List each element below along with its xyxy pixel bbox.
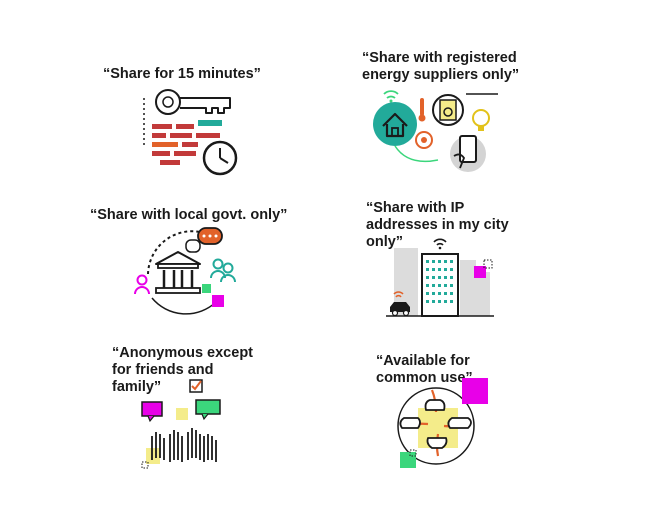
city-buildings-icon: [386, 232, 496, 322]
caption-anonymous-friends: “Anonymous except for friends and family…: [112, 345, 253, 395]
key-clock-icon: [130, 86, 245, 181]
raised-hands-icon: [138, 378, 230, 472]
caption-share-local-govt: “Share with local govt. only”: [90, 207, 288, 223]
caption-common-use: “Available for common use”: [376, 353, 473, 386]
caption-share-ip-city: “Share with IP addresses in my city only…: [366, 200, 509, 250]
joined-hands-icon: [392, 376, 494, 474]
caption-share-energy-suppliers: “Share with registered energy suppliers …: [362, 50, 520, 83]
caption-share-15-minutes: “Share for 15 minutes”: [103, 66, 261, 82]
government-building-icon: [132, 224, 244, 316]
smart-home-devices-icon: [368, 84, 503, 174]
